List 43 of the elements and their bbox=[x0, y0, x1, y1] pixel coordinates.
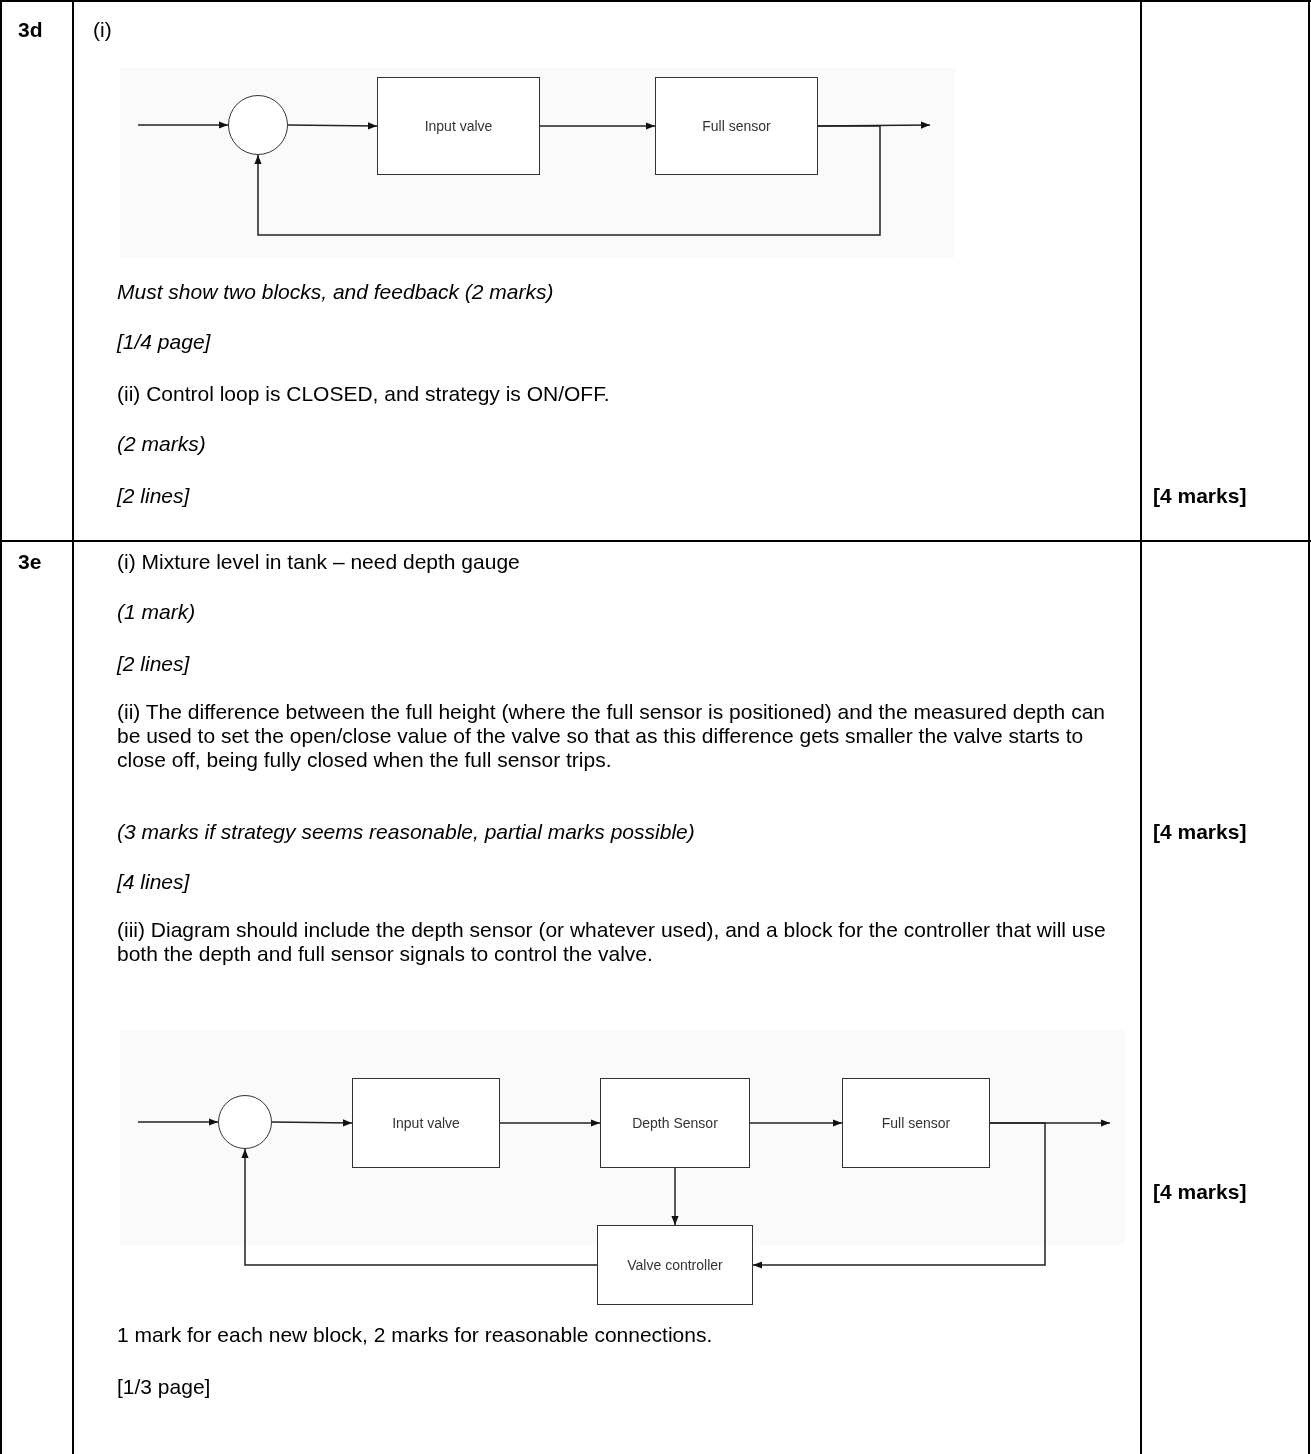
arrow bbox=[752, 1122, 1046, 1269]
answer-text: (iii) Diagram should include the depth sensor (or whatever used), and a block for the controller that will use both the depth and full sensor signals to control the valve. bbox=[117, 918, 1107, 966]
block-label: Input valve bbox=[392, 1115, 460, 1131]
answer-text: (i) Mixture level in tank – need depth gauge bbox=[117, 550, 520, 574]
arrow bbox=[271, 1119, 353, 1127]
marks-total: [4 marks] bbox=[1153, 484, 1247, 508]
question-number: 3e bbox=[18, 550, 42, 574]
arrow bbox=[539, 122, 656, 130]
arrow bbox=[254, 125, 881, 236]
question-number: 3d bbox=[18, 18, 43, 42]
arrow bbox=[241, 1148, 598, 1266]
arrow bbox=[749, 1119, 843, 1127]
answer-length-note: [1/4 page] bbox=[117, 330, 211, 354]
block-label: Depth Sensor bbox=[632, 1115, 718, 1131]
block-box bbox=[352, 1078, 500, 1168]
marks-total: [4 marks] bbox=[1153, 820, 1247, 844]
block-box bbox=[377, 77, 540, 175]
marks-total: [4 marks] bbox=[1153, 1180, 1247, 1204]
answer-text: (ii) Control loop is CLOSED, and strategy is ON/OFF. bbox=[117, 382, 610, 406]
part-number: (i) bbox=[93, 18, 112, 42]
arrow bbox=[671, 1167, 679, 1226]
arrow bbox=[137, 121, 229, 129]
arrow bbox=[287, 122, 378, 130]
block-box bbox=[597, 1225, 753, 1305]
marking-note: 1 mark for each new block, 2 marks for reasonable connections. bbox=[117, 1323, 713, 1347]
answer-length-note: [2 lines] bbox=[117, 484, 190, 508]
answer-length-note: [4 lines] bbox=[117, 870, 190, 894]
marking-note: (1 mark) bbox=[117, 600, 196, 624]
answer-length-note: [1/3 page] bbox=[117, 1375, 211, 1399]
block-box bbox=[655, 77, 818, 175]
arrow bbox=[137, 1118, 219, 1126]
answer-length-note: [2 lines] bbox=[117, 652, 190, 676]
block-box bbox=[600, 1078, 750, 1168]
marking-note: (2 marks) bbox=[117, 432, 206, 456]
arrow bbox=[499, 1119, 601, 1127]
marking-note: Must show two blocks, and feedback (2 marks) bbox=[117, 280, 554, 304]
block-box bbox=[842, 1078, 990, 1168]
answer-text: (ii) The difference between the full height (where the full sensor is positioned) and the measured depth can be used to set the open/close value of the valve so that as this difference gets smaller the valve starts to close off, being fully closed when the full sensor trips. bbox=[117, 700, 1106, 772]
block-label: Full sensor bbox=[702, 118, 771, 134]
block-label: Valve controller bbox=[627, 1257, 723, 1273]
block-label: Input valve bbox=[424, 118, 493, 134]
marking-note: (3 marks if strategy seems reasonable, partial marks possible) bbox=[117, 820, 695, 844]
block-label: Full sensor bbox=[881, 1115, 951, 1131]
